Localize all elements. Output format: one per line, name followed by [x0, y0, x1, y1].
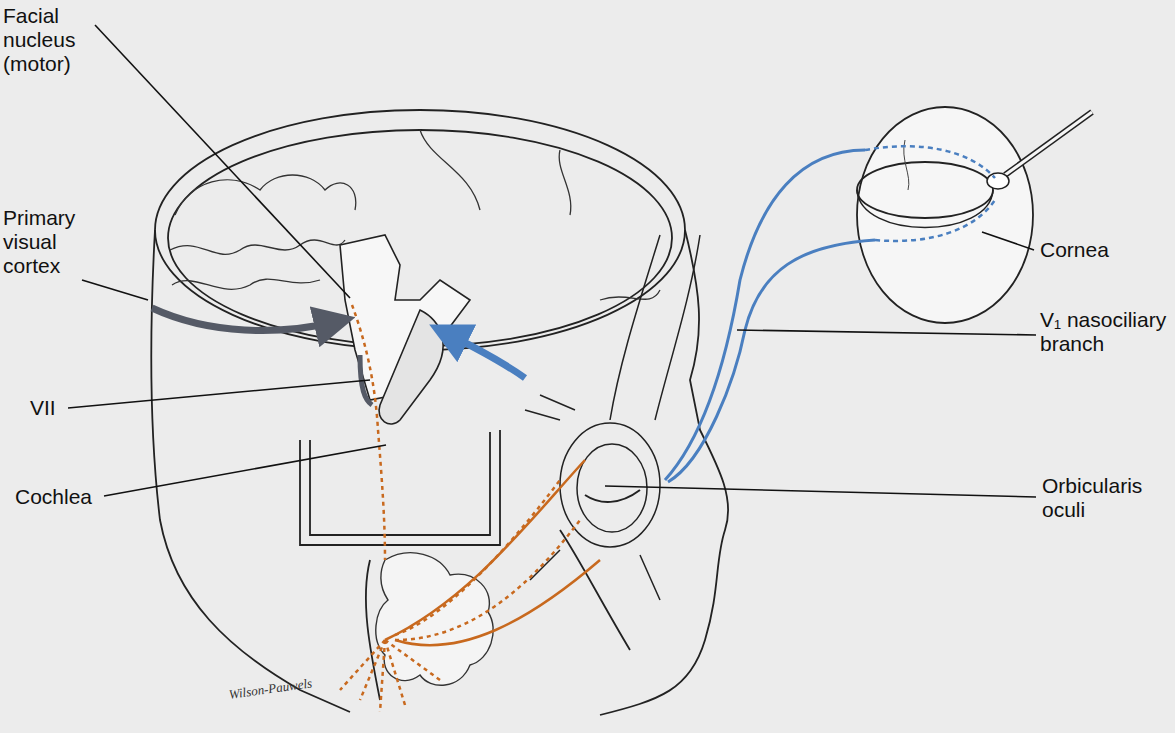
- facial-efferent: [340, 305, 600, 712]
- visual-arrow: [152, 308, 335, 330]
- artist-signature: Wilson-Pauwels: [228, 673, 339, 702]
- cotton-swab: [987, 112, 1092, 189]
- head-outline: [151, 110, 728, 715]
- nerve-label: VII: [30, 396, 70, 420]
- brain-gyri: [170, 130, 660, 300]
- structure-label: Facial nucleus (motor): [3, 4, 103, 76]
- muscle-label: Orbicularis oculi: [1042, 474, 1170, 522]
- structure-label: Cochlea: [15, 485, 105, 509]
- trigeminal-afferent: [448, 146, 995, 482]
- leader-line: [68, 25, 1036, 497]
- structure-label: Primary visual cortex: [3, 206, 98, 278]
- eyeball: [857, 107, 1033, 323]
- nerve-label: V₁ nasociliary branch: [1040, 308, 1170, 356]
- orbicularis-muscle: [525, 235, 700, 600]
- structure-label: Cornea: [1040, 238, 1140, 262]
